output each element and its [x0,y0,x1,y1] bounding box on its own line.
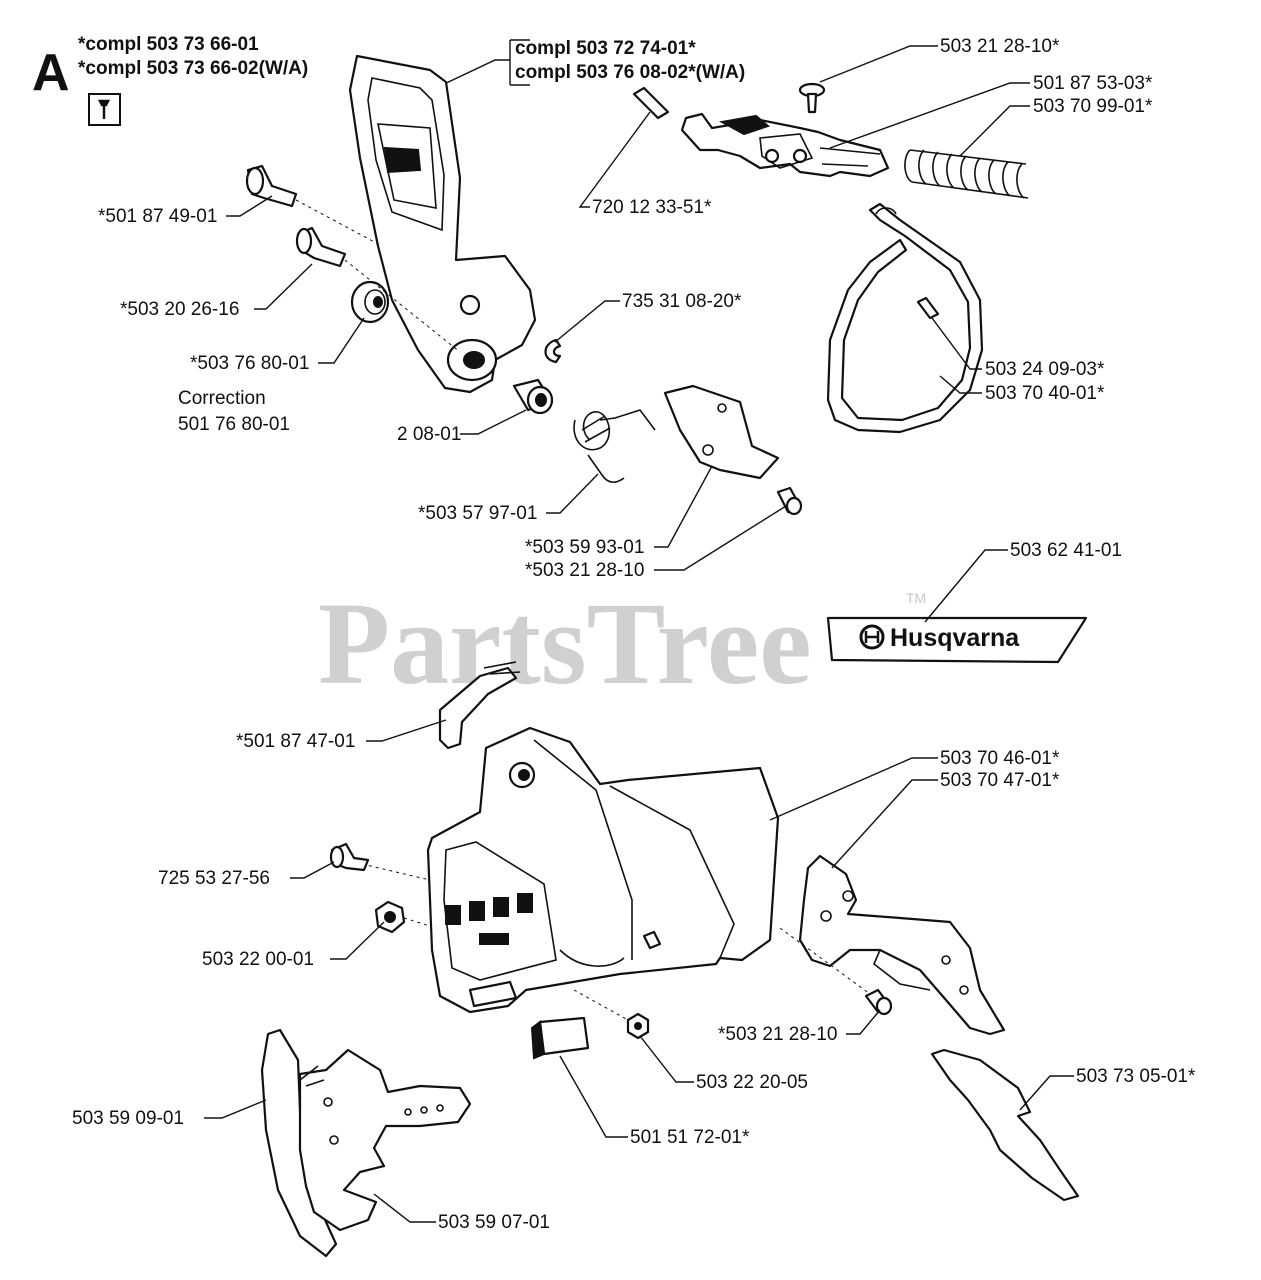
brake-assembly-line-2: compl 503 76 08-02*(W/A) [515,62,745,83]
label-503-20-26-16: *503 20 26-16 [120,299,239,320]
circlip-735-31-08-20 [544,338,562,364]
spring-503-57-97-01 [573,409,656,483]
label-503-70-46-01: 503 70 46-01* [940,748,1060,769]
spring-503-70-99-01 [904,149,1029,199]
label-503-59-93-01: *503 59 93-01 [525,537,644,558]
decal-brand: Husqvarna [890,624,1020,652]
bushing-2-08-01 [512,378,554,415]
spacer-503-76-80-01 [350,280,390,324]
label-501-87-49-01: *501 87 49-01 [98,206,217,227]
label-503-57-97-01: *503 57 97-01 [418,503,537,524]
label-503-21-28-10-top: 503 21 28-10* [940,36,1060,57]
hand-guard [348,54,537,394]
screw-503-21-28-10-top [798,82,826,114]
slide-501-51-72-01 [530,1016,590,1060]
label-720-12-33-51: 720 12 33-51* [592,197,712,218]
label-503-21-28-10-plate: *503 21 28-10 [525,560,644,581]
label-503-70-40-01: 503 70 40-01* [985,383,1105,404]
label-501-87-47-01: *501 87 47-01 [236,731,355,752]
bracket-brake-assembly [509,39,530,86]
clutch-cover-503-70-46-01 [426,726,780,1014]
pin-720-12-33-51 [632,86,670,120]
decal-503-62-41-01: Husqvarna [826,616,1088,664]
label-501-87-53-03: 501 87 53-03* [1033,73,1153,94]
screw-503-21-28-10-plate [776,486,803,516]
axis-line-4 [403,917,431,927]
label-503-76-80-01: *503 76 80-01 [190,353,309,374]
guide-plate-503-73-05-01 [930,1048,1080,1202]
screw-501-87-49-01 [245,164,298,208]
leader-brake-assembly [439,59,510,87]
pin-503-24-09-03 [916,296,940,320]
nut-503-22-20-05 [626,1012,650,1040]
watermark: PartsTree TM [318,578,926,709]
axis-line-5 [779,927,871,995]
callouts: 503 21 28-10* 501 87 53-03* 503 70 99-01… [72,36,1196,1233]
screw-503-20-26-16 [295,226,347,268]
bracket-501-87-47-01 [438,661,521,750]
screw-725-53-27-56 [329,842,370,872]
handle-assembly-line-2: *compl 503 73 66-02(W/A) [78,58,308,79]
label-503-70-99-01: 503 70 99-01* [1033,96,1153,117]
watermark-trademark: TM [906,590,926,606]
brake-band-503-70-40-01 [826,202,984,434]
watermark-text: PartsTree [318,578,812,709]
label-503-22-20-05: 503 22 20-05 [696,1072,808,1093]
brake-lever-501-87-53-03 [680,112,890,178]
label-725-53-27-56: 725 53 27-56 [158,868,270,889]
label-735-31-08-20: 735 31 08-20* [622,291,742,312]
handle-assembly-line-1: *compl 503 73 66-01 [78,34,259,55]
label-503-59-07-01: 503 59 07-01 [438,1212,550,1233]
plate-503-59-93-01 [663,384,780,480]
axis-line [295,199,381,246]
label-503-62-41-01: 503 62 41-01 [1010,540,1122,561]
label-503-24-09-03: 503 24 09-03* [985,359,1105,380]
section-letter: A [32,44,70,102]
nut-503-22-00-01 [374,900,406,934]
brake-assembly-line-1: compl 503 72 74-01* [515,38,696,59]
label-503-21-28-10-lower: *503 21 28-10 [718,1024,837,1045]
axis-line-3 [361,863,431,881]
correction-title: Correction [178,388,266,409]
axis-line-6 [573,989,629,1021]
screw-503-21-28-10-lower [864,988,893,1016]
label-2-08-01: 2 08-01 [397,424,461,445]
label-503-73-05-01: 503 73 05-01* [1076,1066,1196,1087]
label-503-59-09-01: 503 59 09-01 [72,1108,184,1129]
label-503-22-00-01: 503 22 00-01 [202,949,314,970]
chain-guard-503-70-47-01 [798,854,1006,1036]
correction-value: 501 76 80-01 [178,414,290,435]
label-501-51-72-01: 501 51 72-01* [630,1127,750,1148]
label-503-70-47-01: 503 70 47-01* [940,770,1060,791]
spike-bumper-503-59-07-01 [298,1048,472,1232]
wrench-icon [88,93,121,126]
husqvarna-crown-icon [859,624,885,650]
